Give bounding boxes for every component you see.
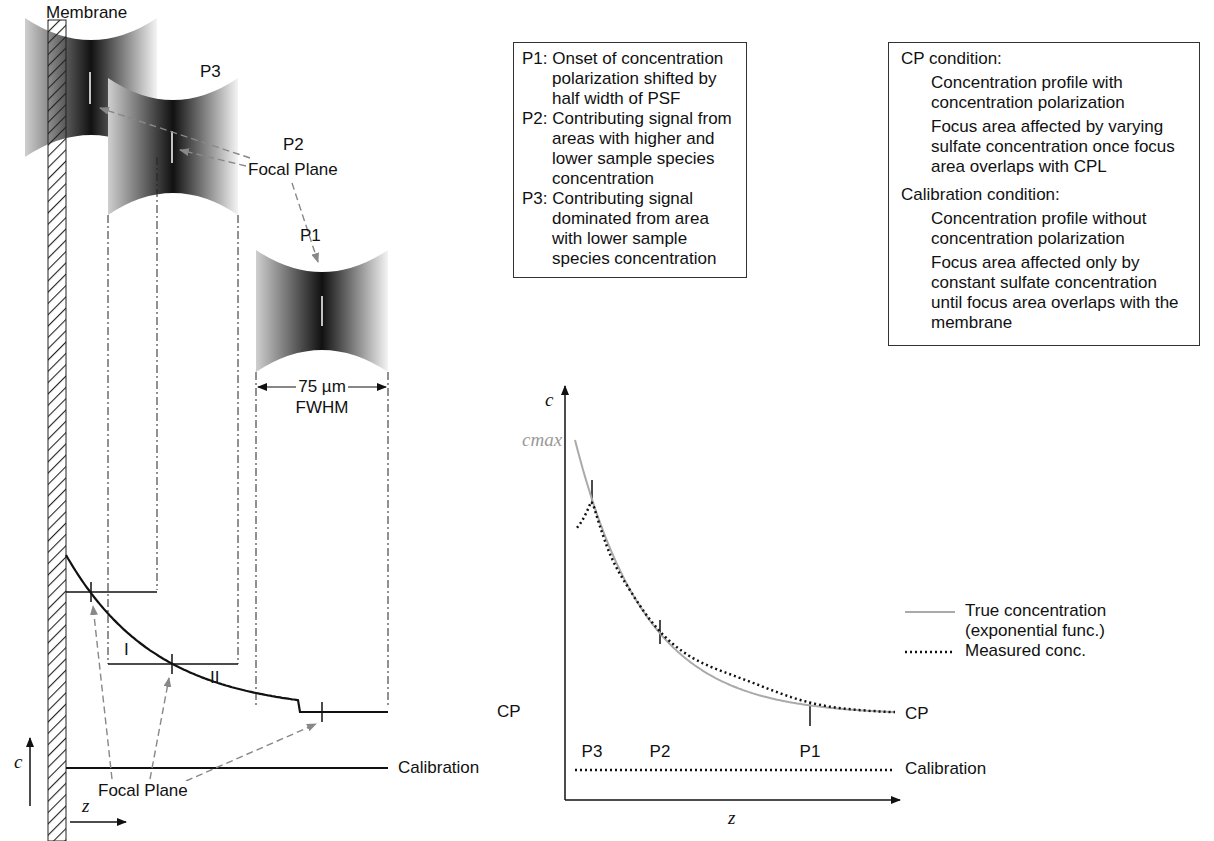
condition-heading: Calibration condition: bbox=[901, 185, 1191, 205]
true-concentration bbox=[575, 440, 895, 712]
curve-label: CP bbox=[497, 702, 521, 722]
condition-text: Concentration profile with concentration… bbox=[931, 73, 1191, 113]
dimension-label: 75 µm bbox=[296, 377, 348, 397]
measured-concentration bbox=[577, 502, 895, 712]
focal-plane-label: Focal Plane bbox=[96, 781, 190, 801]
position-description: P2: Contributing signal from areas with … bbox=[522, 109, 738, 189]
position-description: P1: Onset of concentration polarization … bbox=[522, 49, 738, 109]
legend-sample-true bbox=[905, 611, 955, 613]
description-box: P1: Onset of concentration polarization … bbox=[513, 42, 747, 278]
condition-text: Focus area affected only by constant sul… bbox=[931, 253, 1191, 333]
focal-plane-label: Focal Plane bbox=[246, 160, 340, 180]
legend-text: True concentration (exponential func.) bbox=[965, 601, 1200, 641]
membrane-label: Membrane bbox=[46, 3, 127, 23]
axis-label: c bbox=[545, 390, 553, 410]
position-label: P1 bbox=[300, 226, 321, 246]
position-label: P3 bbox=[200, 62, 221, 82]
dimension-label: FWHM bbox=[296, 398, 349, 418]
region-label: I bbox=[124, 640, 129, 660]
condition-heading: CP condition: bbox=[901, 49, 1191, 69]
position-label: P1 bbox=[800, 742, 821, 762]
condition-box: CP condition: Concentration profile with … bbox=[888, 42, 1200, 346]
position-description: P3: Contributing signal dominated from a… bbox=[522, 189, 738, 269]
legend-text: Measured conc. bbox=[965, 641, 1200, 661]
axis-label: c bbox=[14, 752, 22, 772]
region-label: II bbox=[210, 668, 219, 688]
curve-label: CP bbox=[905, 704, 929, 724]
condition-text: Concentration profile without concentrat… bbox=[931, 209, 1191, 249]
cp-profile bbox=[66, 555, 388, 712]
axis-label: z bbox=[728, 808, 735, 828]
curve-label: Calibration bbox=[905, 759, 986, 779]
position-label: P2 bbox=[650, 742, 671, 762]
position-label: P3 bbox=[582, 742, 603, 762]
curve-label: Calibration bbox=[398, 758, 479, 778]
position-label: P2 bbox=[283, 135, 304, 155]
condition-text: Focus area affected by varying sulfate c… bbox=[931, 117, 1191, 177]
axis-value: cmax bbox=[522, 430, 562, 450]
legend-sample-measured bbox=[905, 651, 955, 654]
axis-label: z bbox=[82, 796, 89, 816]
